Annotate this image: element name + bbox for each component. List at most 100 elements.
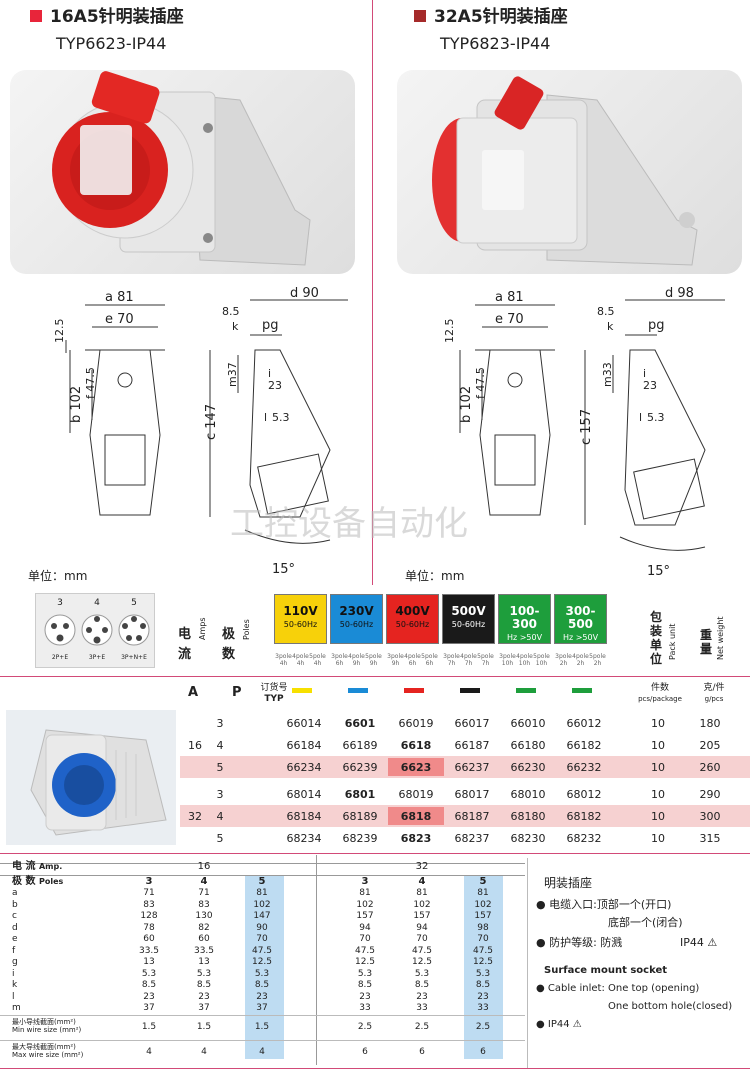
order-code: 66232 <box>566 761 602 774</box>
spec-value: 81 <box>416 888 428 898</box>
header-current-en: Amps <box>198 617 207 640</box>
spec-value: 102 <box>356 899 374 910</box>
voltage-subtext-0: 3pole 4h4pole 4h5pole 4h <box>275 653 326 667</box>
spec-value: 60 <box>143 934 155 944</box>
spec-value: 70 <box>477 934 489 944</box>
spec-value: 13 <box>143 957 155 967</box>
order-code: 66012 <box>566 717 602 730</box>
order-code: 6623 <box>388 758 444 776</box>
spec-value: 71 <box>198 888 210 898</box>
bottom-divider <box>0 1068 750 1069</box>
color-swatch-2 <box>404 688 424 693</box>
spec-value: 90 <box>256 922 268 933</box>
spec-value: 81 <box>256 888 268 898</box>
spec-value: 157 <box>413 911 431 921</box>
vertical-divider <box>372 0 373 585</box>
order-code: 6823 <box>400 832 432 845</box>
order-code: 68184 <box>286 810 322 823</box>
voltage-subtext-1: 3pole 6h4pole 9h5pole 9h <box>331 653 382 667</box>
spec-value: 5.3 <box>141 968 157 979</box>
voltage-subtext-5: 3pole 2h4pole 2h5pole 2h <box>555 653 606 667</box>
spec-divider <box>316 855 317 1065</box>
dim-pg-right: pg <box>648 318 665 333</box>
dim-d-right: d 98 <box>665 286 694 301</box>
voltage-subtext-4: 3pole 10h4pole 10h5pole 10h <box>499 653 550 667</box>
order-code: 66182 <box>566 739 602 752</box>
order-code: 68012 <box>566 788 602 801</box>
header-weight-en: Net weight <box>716 616 725 660</box>
product-title-16a: 16A5针明装插座 <box>30 6 184 28</box>
spec-min-wire-value: 1.5 <box>254 1022 270 1032</box>
dim-f-left: f 47.5 <box>84 367 97 399</box>
dim-i23-left: 23 <box>268 379 282 392</box>
spec-value: 102 <box>474 899 492 910</box>
order-code: 66180 <box>510 739 546 752</box>
dim-i-right: i <box>643 367 646 380</box>
order-code: 66230 <box>510 761 546 774</box>
dim-g-right: 12.5 <box>443 319 456 344</box>
order-code: 68189 <box>342 810 378 823</box>
spec-min-wire-value: 1.5 <box>141 1022 157 1032</box>
spec-value: 23 <box>198 991 210 1002</box>
spec-amp-16: 16 <box>197 861 211 872</box>
order-code: 6618 <box>400 739 432 752</box>
notes-panel: 明装插座 ● 电缆入口:顶部一个(开口) 底部一个(闭合) ● 防护等级: 防溅… <box>527 858 745 1068</box>
spec-pole: 3 <box>145 876 153 887</box>
dim-i23-right: 23 <box>643 379 657 392</box>
socket-16a-illustration <box>52 71 311 266</box>
spec-value: 5.3 <box>357 968 373 979</box>
spec-key: m <box>12 1003 21 1013</box>
spec-value: 147 <box>253 911 271 921</box>
dim-l53-right: 5.3 <box>647 411 665 424</box>
spec-max-wire-value: 4 <box>259 1047 265 1057</box>
spec-highlight-16a-5p <box>245 875 284 1059</box>
spec-value: 94 <box>416 922 428 933</box>
header-pack-en: Pack unit <box>668 623 677 660</box>
dim-d-left: d 90 <box>290 286 319 301</box>
header-poles: 极数 <box>222 627 236 662</box>
table-top-divider <box>0 676 750 677</box>
note-en-ip: ● IP44 ⚠ <box>536 1019 582 1030</box>
order-code: 66014 <box>286 717 322 730</box>
socket-blue-illustration <box>30 729 167 836</box>
spec-value: 8.5 <box>141 980 157 990</box>
spec-value: 47.5 <box>472 945 494 956</box>
spec-value: 70 <box>359 934 371 944</box>
spec-value: 81 <box>477 888 489 898</box>
spec-value: 12.5 <box>354 957 376 967</box>
dim-a-left: a 81 <box>105 290 134 305</box>
spec-max-wire: 最大导线截面(mm²)Max wire size (mm²) <box>12 1043 84 1059</box>
spec-value: 8.5 <box>196 980 212 990</box>
spec-key: i <box>12 968 15 979</box>
dim-e-right: e 70 <box>495 312 524 327</box>
note-cn-title: 明装插座 <box>544 876 593 890</box>
spec-value: 82 <box>198 922 210 933</box>
spec-value: 8.5 <box>357 980 373 990</box>
order-code: 66017 <box>454 717 490 730</box>
dim-l53-left: 5.3 <box>272 411 290 424</box>
product-title-32a: 32A5针明装插座 <box>414 6 568 28</box>
order-code: 68010 <box>510 788 546 801</box>
note-en-inlet2: One bottom hole(closed) <box>608 1001 733 1012</box>
order-code: 6601 <box>344 717 376 730</box>
dim-i-left: i <box>268 367 271 380</box>
spec-amp-label: 电 流 Amp. <box>12 861 63 872</box>
product-model-32a: TYP6823-IP44 <box>440 34 551 53</box>
pin-layout-icons <box>44 614 150 646</box>
spec-value: 102 <box>413 899 431 910</box>
product-photo-32a <box>397 70 742 274</box>
amp-value: 32 <box>188 810 202 823</box>
note-cn-inlet: ● 电缆入口:顶部一个(开口) <box>536 898 672 911</box>
spec-value: 47.5 <box>411 945 433 956</box>
order-code: 66184 <box>286 739 322 752</box>
spec-value: 8.5 <box>414 980 430 990</box>
